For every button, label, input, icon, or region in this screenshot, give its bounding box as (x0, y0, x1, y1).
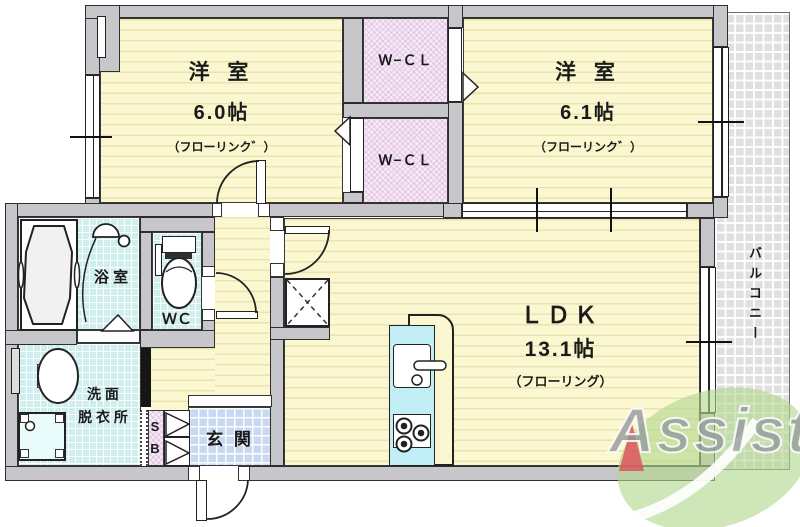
ldk-door-panel (285, 226, 330, 234)
assist-logo-swoosh (631, 417, 762, 523)
wall (5, 330, 77, 345)
entrance-door-panel (196, 480, 207, 521)
toilet-tank (162, 236, 196, 253)
floor-boundary-dotted-line (140, 410, 148, 466)
door-jamb (202, 309, 215, 321)
wall (140, 330, 215, 348)
closet-bottom-floor (363, 118, 448, 203)
kitchen-sink (393, 344, 431, 388)
bedroom1-label: 洋 室 (188, 61, 255, 84)
pan-corner (55, 449, 64, 458)
door-jamb (238, 466, 250, 481)
washbasin-tab (37, 364, 46, 388)
window-bedroom2-right (713, 47, 729, 197)
entrance-floor (188, 407, 272, 466)
pipe-slot (97, 16, 106, 58)
window-washroom-left (11, 348, 20, 394)
wall (443, 203, 462, 218)
closet-top-floor (363, 18, 448, 103)
pan-corner (20, 449, 29, 458)
sliding-door-bedroom2-ldk (462, 203, 687, 218)
wall (258, 203, 460, 217)
ldk-label: ＬＤＫ (520, 302, 601, 328)
hallway-floor (215, 217, 270, 397)
wall (270, 277, 284, 466)
pan-corner (20, 414, 29, 423)
wall (5, 203, 222, 217)
toilet-door-panel (216, 311, 258, 319)
entrance-label: 玄 関 (206, 430, 254, 449)
wall (140, 217, 215, 232)
assist-logo: Assist (598, 363, 800, 527)
wall (140, 232, 152, 330)
entrance-step (188, 395, 272, 407)
shoebox-body (148, 410, 164, 466)
ldk-floor (284, 218, 700, 466)
window-bedroom1-left (85, 75, 100, 198)
bedroom1-door-panel (256, 160, 266, 204)
closet-bottom-door-panel (350, 118, 364, 192)
door-jamb (258, 203, 270, 217)
toilet-control (155, 244, 162, 276)
wall (713, 197, 728, 218)
wall (343, 192, 363, 203)
wall (270, 327, 330, 340)
wall (85, 5, 727, 18)
bedroom1-floor-note: （フローリンク゛） (167, 140, 276, 154)
ldk-size: 13.1帖 (524, 338, 597, 361)
assist-logo-decor (619, 417, 762, 523)
washroom-label-line2: 脱 衣 所 (78, 409, 128, 425)
assist-logo-red-accent (619, 423, 644, 471)
door-jamb (212, 203, 222, 217)
bathroom-label: 浴 室 (93, 269, 129, 286)
kitchen-stove (393, 414, 431, 448)
closet-bottom-label: Ｗ−ＣＬ (378, 152, 433, 168)
bedroom1-size: 6.0帖 (193, 102, 250, 124)
bathtub (20, 219, 78, 331)
door-jamb (188, 466, 200, 481)
bedroom1-floor (100, 18, 343, 203)
wall (700, 218, 715, 267)
refrigerator-space-box (285, 278, 330, 327)
assist-logo-text: Assist (608, 395, 800, 467)
wall (343, 103, 463, 118)
ldk-floor-note: （フローリング） (508, 374, 613, 389)
bedroom2-size: 6.1帖 (560, 102, 616, 124)
pan-corner (55, 414, 64, 423)
balcony-label: バルコニー (747, 245, 762, 346)
closet-top-label: Ｗ−ＣＬ (378, 52, 433, 68)
bedroom2-floor (463, 18, 713, 203)
washroom-label-line1: 洗 面 (87, 386, 119, 402)
bathroom-threshold (77, 330, 140, 343)
door-jamb (270, 217, 284, 231)
sliding-door-pocket (141, 348, 151, 407)
door-jamb (202, 266, 215, 277)
shoebox-door-panel (164, 437, 190, 466)
bedroom2-label: 洋 室 (555, 61, 621, 84)
toilet-lid (165, 253, 192, 259)
door-jamb (270, 263, 284, 277)
wall (713, 5, 728, 47)
bedroom2-floor-note: （フローリンク゛） (533, 140, 642, 154)
shoebox-label-s: S (150, 419, 160, 434)
wall (448, 102, 463, 217)
wall (5, 466, 200, 481)
toilet-label: ＷＣ (161, 311, 192, 328)
shoebox-label-b: B (150, 441, 160, 456)
wall (448, 5, 463, 28)
closet-top-door-panel (448, 28, 462, 102)
wall (343, 18, 363, 103)
